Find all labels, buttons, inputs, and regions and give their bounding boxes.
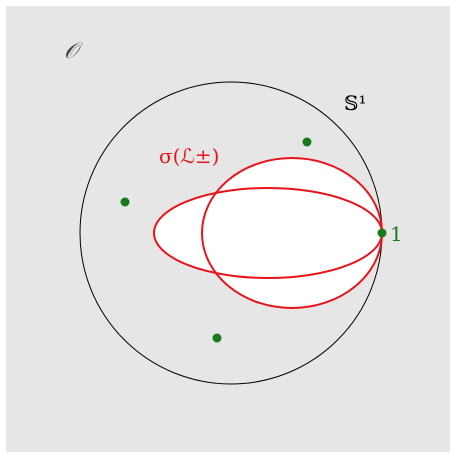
point-one-label: 1 bbox=[390, 222, 403, 246]
eigenvalue-point bbox=[120, 197, 130, 207]
eigenvalue-point bbox=[302, 137, 312, 147]
eigenvalue-point bbox=[212, 333, 222, 343]
curve-label: σ(ℒ±) bbox=[159, 144, 219, 168]
spectrum-fill-inner bbox=[202, 158, 382, 308]
point-one bbox=[377, 228, 387, 238]
circle-label: 𝕊¹ bbox=[344, 91, 366, 115]
